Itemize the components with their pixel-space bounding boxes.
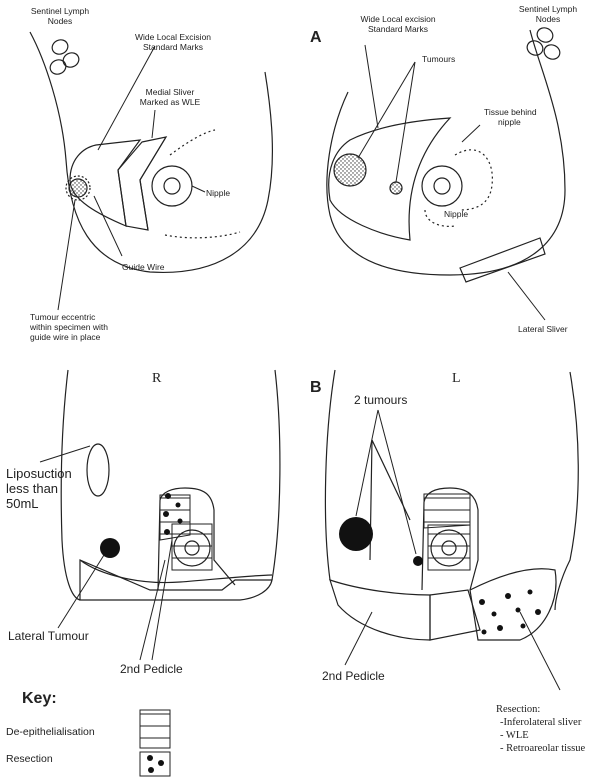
tumour-small-icon <box>413 556 423 566</box>
lateral-sliver-label: Lateral Sliver <box>518 324 568 334</box>
side-label-r: R <box>152 371 162 386</box>
lateral-tumour-icon <box>100 538 120 558</box>
breast-outline-left <box>61 370 80 600</box>
second-pedicle-label: 2nd Pedicle <box>120 662 183 676</box>
legend-title: Key: <box>22 690 57 707</box>
tumour-icon <box>69 179 87 197</box>
lateral-tumour-label: Lateral Tumour <box>8 629 89 643</box>
legend-label-resection: Resection <box>6 753 53 765</box>
breast-outline-right <box>555 372 578 610</box>
resection-list: Resection: -Inferolateral sliver - WLE -… <box>496 704 585 754</box>
nipple-label: Nipple <box>444 209 468 219</box>
nipple-icon <box>434 178 450 194</box>
tumour-large-icon <box>334 154 366 186</box>
two-tumours-label: 2 tumours <box>354 393 407 407</box>
legend-swatch-deepi <box>140 710 170 748</box>
panel-b-right: L 2 tumours 2nd Pe <box>322 370 585 754</box>
lateral-sliver <box>460 238 545 282</box>
resection-zone-hatched <box>330 580 430 640</box>
tumour-small-icon <box>390 182 402 194</box>
nipple-icon <box>164 178 180 194</box>
legend: Key: De-epithelialisation Resection <box>6 690 170 776</box>
tumours-label: Tumours <box>422 54 455 64</box>
legend-label-deepi: De-epithelialisation <box>6 726 95 738</box>
second-pedicle-label: 2nd Pedicle <box>322 669 385 683</box>
guide-wire-label: Guide Wire <box>122 262 165 272</box>
breast-outline <box>30 32 272 272</box>
tumour-large-icon <box>339 517 373 551</box>
panel-a-letter: A <box>310 29 322 46</box>
breast-outline-left <box>325 370 335 580</box>
side-label-l: L <box>452 371 461 386</box>
de-epithelialised-zone <box>424 494 470 528</box>
medial-sliver <box>118 137 166 230</box>
panel-b-letter: B <box>310 379 322 396</box>
legend-swatch-resection <box>140 752 170 776</box>
sentinel-nodes <box>48 37 81 76</box>
liposuction-zone <box>87 444 109 496</box>
nipple-areola <box>422 166 462 206</box>
nipple-areola <box>152 166 192 206</box>
resection-dots <box>479 590 541 635</box>
nipple-label: Nipple <box>206 188 230 198</box>
breast-outline <box>327 30 565 275</box>
breast-outline-right <box>272 370 280 580</box>
